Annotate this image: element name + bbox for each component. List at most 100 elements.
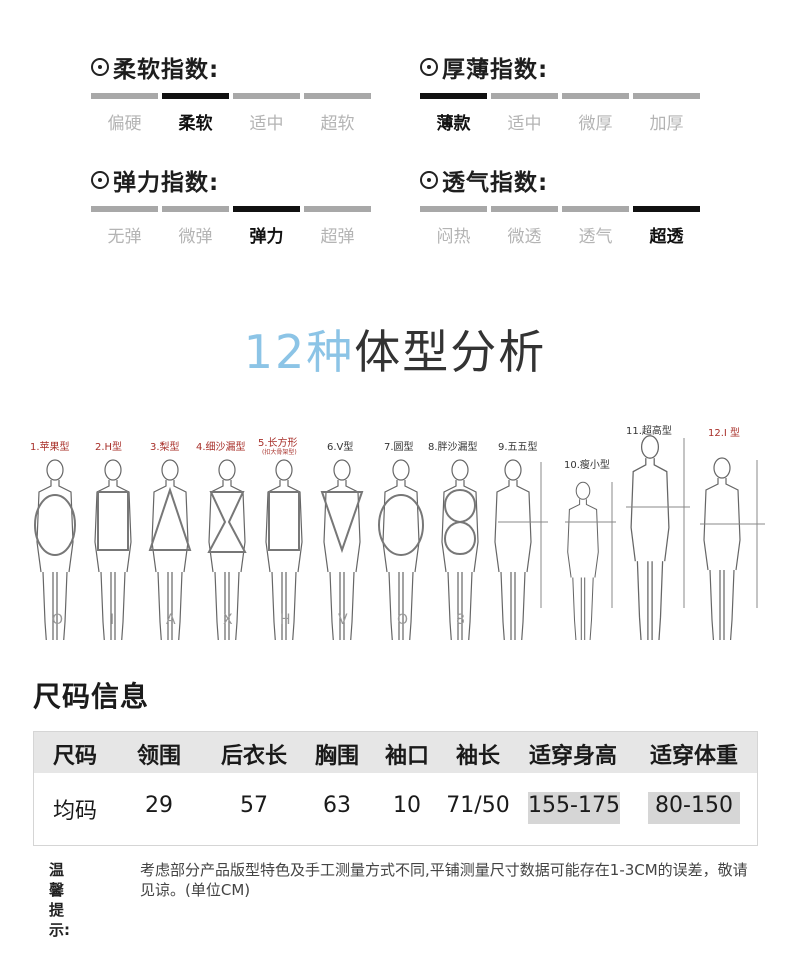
size-info-title: 尺码信息 <box>33 680 150 713</box>
index-level: 适中 <box>249 114 284 134</box>
body-figures <box>34 435 765 640</box>
size-value-cell: 均码 <box>52 799 98 824</box>
size-header-cell: 后衣长 <box>220 744 288 769</box>
body-type-label: 5.长方形 <box>258 438 298 449</box>
size-header-cell: 胸围 <box>314 744 360 769</box>
index-bar-active <box>420 93 487 99</box>
size-header-cell: 袖口 <box>384 744 430 769</box>
shape-icon: H <box>280 612 291 628</box>
body-type-sub-label: (扣大骨架型) <box>262 449 297 456</box>
shape-icon: I <box>110 612 115 628</box>
figure-pear <box>148 459 192 640</box>
body-type-label: 12.I 型 <box>708 428 741 439</box>
body-type-label: 2.H型 <box>95 442 123 453</box>
figure-balanced <box>494 459 548 640</box>
index-bar-active <box>162 93 229 99</box>
heading-rest: 体型分析 <box>354 325 547 379</box>
elasticity-index-title: 弹力指数: <box>91 165 381 196</box>
tip-text: 考虑部分产品版型特色及手工测量方式不同,平铺测量尺寸数据可能存在1-3CM的误差… <box>140 861 748 899</box>
body-type-label: 7.圆型 <box>384 442 414 453</box>
body-type-label: 4.细沙漏型 <box>196 442 246 453</box>
body-type-label: 9.五五型 <box>498 442 538 453</box>
target-icon <box>420 171 438 189</box>
index-bar <box>491 93 558 99</box>
size-header-cell: 尺码 <box>52 744 98 769</box>
thickness-index: 厚薄指数: 薄款 适中 微厚 加厚 <box>420 52 710 134</box>
index-bar-active <box>633 206 700 212</box>
index-bar <box>91 206 158 212</box>
shape-icon: V <box>338 612 348 628</box>
figure-round <box>378 459 424 640</box>
softness-index-bars <box>91 93 371 99</box>
softness-index-title: 柔软指数: <box>91 52 381 83</box>
index-level: 微厚 <box>578 114 613 134</box>
size-header-cell: 袖长 <box>455 744 501 769</box>
figure-hourglass <box>207 459 247 640</box>
figure-v <box>320 459 364 640</box>
body-type-chart: 1.苹果型 2.H型 3.梨型 4.细沙漏型 5.长方形 (扣大骨架型) 6.V… <box>0 410 790 640</box>
index-level: 微弹 <box>178 227 213 247</box>
size-header-cell: 适穿身高 <box>528 744 618 769</box>
target-icon <box>91 58 109 76</box>
figure-plump-hourglass <box>441 459 479 640</box>
size-header-cell: 适穿体重 <box>649 744 739 769</box>
index-level: 超软 <box>320 114 355 134</box>
size-value-cell: 57 <box>240 793 268 818</box>
index-level: 透气 <box>578 227 613 247</box>
index-bar <box>304 206 371 212</box>
figure-rectangle <box>265 459 303 640</box>
tip-label: 温馨提示: <box>49 861 70 939</box>
body-type-heading: 12种体型分析 <box>0 316 790 382</box>
figure-i <box>700 457 765 640</box>
index-bar <box>562 93 629 99</box>
index-bar <box>562 206 629 212</box>
index-level: 适中 <box>507 114 542 134</box>
size-table-header <box>34 732 757 773</box>
index-bar <box>491 206 558 212</box>
height-highlight <box>528 792 620 824</box>
shape-icon: 8 <box>456 612 465 628</box>
size-table: 尺码 领围 后衣长 胸围 袖口 袖长 适穿身高 适穿体重 均码 29 57 63… <box>33 731 758 846</box>
size-value-cell: 155-175 <box>528 793 620 818</box>
breathability-index: 透气指数: 闷热 微透 透气 超透 <box>420 165 710 247</box>
target-icon <box>91 171 109 189</box>
index-bar <box>233 93 300 99</box>
figure-apple <box>34 459 76 640</box>
weight-highlight <box>648 792 740 824</box>
index-level: 偏硬 <box>107 114 142 134</box>
index-level-active: 弹力 <box>249 227 284 247</box>
index-bar <box>162 206 229 212</box>
softness-index: 柔软指数: 偏硬 柔软 适中 超软 <box>91 52 381 134</box>
body-type-label: 6.V型 <box>327 442 354 453</box>
elasticity-index: 弹力指数: 无弹微弹弹力超弹 <box>91 165 381 247</box>
body-type-label: 10.瘦小型 <box>564 460 610 471</box>
size-header-cell: 领围 <box>136 744 182 769</box>
body-type-label: 11.超高型 <box>626 426 672 437</box>
index-level: 闷热 <box>436 227 471 247</box>
body-type-label: 1.苹果型 <box>30 442 70 453</box>
elasticity-index-bars <box>91 206 371 212</box>
target-icon <box>420 58 438 76</box>
size-value-cell: 63 <box>323 793 351 818</box>
index-level-active: 超透 <box>649 227 684 247</box>
thickness-index-title: 厚薄指数: <box>420 52 710 83</box>
index-level: 微透 <box>507 227 542 247</box>
size-value-cell: 71/50 <box>446 793 510 818</box>
breathability-index-title: 透气指数: <box>420 165 710 196</box>
size-value-cell: 10 <box>393 793 421 818</box>
body-type-label: 8.胖沙漏型 <box>428 442 478 453</box>
index-bar <box>91 93 158 99</box>
heading-highlight: 12种 <box>243 325 355 379</box>
body-type-label: 3.梨型 <box>150 442 180 453</box>
index-level: 超弹 <box>320 227 355 247</box>
index-level-active: 柔软 <box>178 114 213 134</box>
index-level: 加厚 <box>649 114 684 134</box>
shape-icon: X <box>223 612 233 628</box>
index-bar-active <box>233 206 300 212</box>
index-bar <box>304 93 371 99</box>
shape-icon: A <box>166 612 176 628</box>
index-level-active: 薄款 <box>436 114 471 134</box>
figure-h <box>94 459 132 640</box>
shape-icon: O <box>397 612 409 628</box>
thickness-index-bars <box>420 93 700 99</box>
